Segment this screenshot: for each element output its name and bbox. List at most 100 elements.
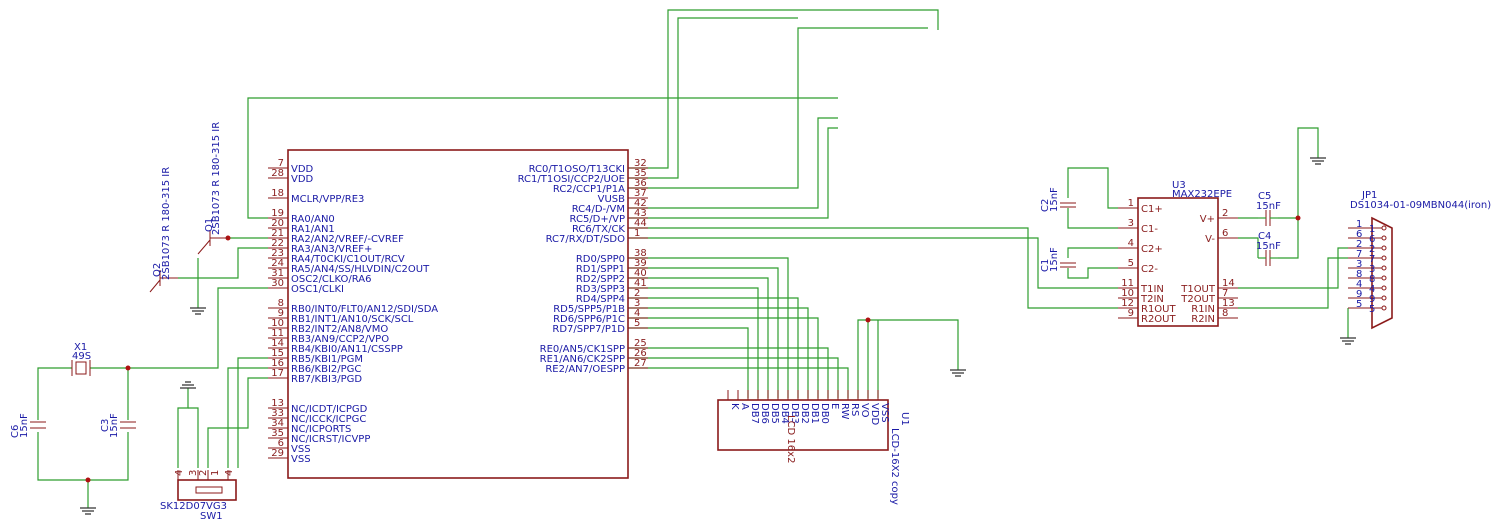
pin-number: 13 — [271, 398, 284, 409]
pin-number: 28 — [271, 168, 284, 179]
capacitor-c5: C5 15nF — [1256, 191, 1281, 226]
pin-label: V- — [1205, 234, 1215, 245]
c4-value: 15nF — [1256, 241, 1281, 252]
pin-label: VUSB — [598, 194, 626, 205]
capacitor-c3: C3 15nF — [100, 413, 136, 438]
c6-value: 15nF — [19, 413, 30, 438]
pin-number: 19 — [271, 208, 284, 219]
pin-label: DB3 — [789, 403, 800, 424]
lcd-pin-db6: DB6 — [757, 390, 770, 424]
pin-number: 4 — [634, 308, 640, 319]
c3-value: 15nF — [109, 413, 120, 438]
pin-label: RB1/INT1/AN10/SCK/SCL — [291, 314, 414, 325]
pin-number: 34 — [271, 418, 284, 429]
pin-number: 21 — [271, 228, 284, 239]
sw1-pin: 3 — [188, 470, 199, 476]
pin-label: RD3/SPP3 — [576, 284, 625, 295]
pin-label: T1OUT — [1180, 284, 1216, 295]
pin-label: V+ — [1200, 214, 1215, 225]
capacitor-c2: C2 15nF — [1040, 187, 1076, 212]
sw1-pin: 1 — [210, 470, 221, 476]
pin-label: OSC2/CLKO/RA6 — [291, 274, 371, 285]
pin-number: 11 — [1121, 278, 1134, 289]
pin-label: RD5/SPP5/P1B — [553, 304, 625, 315]
c2-name: C2 — [1040, 199, 1051, 212]
x1-name: X1 — [74, 342, 87, 353]
pin-number: 12 — [1121, 298, 1134, 309]
pin-number: 9 — [1369, 294, 1375, 305]
pin-label: RD4/SPP4 — [576, 294, 625, 305]
pin-number: 1 — [1369, 224, 1375, 235]
pin-number: 20 — [271, 218, 284, 229]
pin-label: R1IN — [1191, 304, 1215, 315]
c1-name: C1 — [1040, 259, 1051, 272]
pin-label: A — [739, 403, 750, 410]
pin-label: DB4 — [779, 403, 790, 424]
pin-number: 27 — [634, 358, 647, 369]
pin-number: 37 — [634, 188, 647, 199]
pin-label: RD2/SPP2 — [576, 274, 625, 285]
lcd-pin-vdd: VDD — [867, 390, 880, 426]
pin-number: 2 — [1369, 244, 1375, 255]
pin-label: RB5/KBI1/PGM — [291, 354, 363, 365]
pin-number: 22 — [271, 238, 284, 249]
lcd-pin-db0: DB0 — [817, 390, 830, 424]
pin-label: E — [829, 403, 840, 409]
pin-number: 23 — [271, 248, 284, 259]
sw1-pin: 4 — [174, 470, 185, 476]
pin-label: C1- — [1141, 224, 1158, 235]
pin-label: RA4/T0CKI/C1OUT/RCV — [291, 254, 405, 265]
pin-label: DB0 — [819, 403, 830, 424]
pin-label: VDD — [291, 164, 314, 175]
pin-label: RA3/AN3/VREF+ — [291, 244, 372, 255]
lcd-pin-a: A — [737, 390, 750, 410]
pin-number: 13 — [1222, 298, 1235, 309]
lcd-pin-vo: VO — [857, 390, 870, 418]
pin-label: RB3/AN9/CCP2/VPO — [291, 334, 389, 345]
lcd-pin-vss: VSS — [877, 390, 890, 423]
pin-label: RD7/SPP7/P1D — [552, 324, 625, 335]
pin-label: RC6/TX/CK — [572, 224, 625, 235]
pin-number: 4 — [1356, 279, 1362, 290]
lcd-pin-rw: RW — [837, 390, 850, 420]
pin-label: RA0/AN0 — [291, 214, 335, 225]
pin-label: RB0/INT0/FLT0/AN12/SDI/SDA — [291, 304, 438, 315]
pin-label: VSS — [291, 444, 311, 455]
db9-name: JP1 — [1361, 190, 1377, 201]
q2-value: 2SB1073 R 180-315 IR — [161, 167, 172, 280]
lcd-pin-e: E — [827, 390, 840, 409]
pin-number: 9 — [1356, 289, 1362, 300]
pin-number: 25 — [634, 338, 647, 349]
junctions — [85, 215, 1301, 483]
pin-number: 5 — [634, 318, 640, 329]
max232-name: U3 — [1172, 180, 1186, 191]
lcd-pin-db4: DB4 — [777, 390, 790, 424]
pin-number: 31 — [271, 268, 284, 279]
sw1-value: SK12D07VG3 — [160, 501, 227, 512]
max232-value: MAX232EPE — [1172, 189, 1232, 200]
c4-name: C4 — [1258, 231, 1271, 242]
